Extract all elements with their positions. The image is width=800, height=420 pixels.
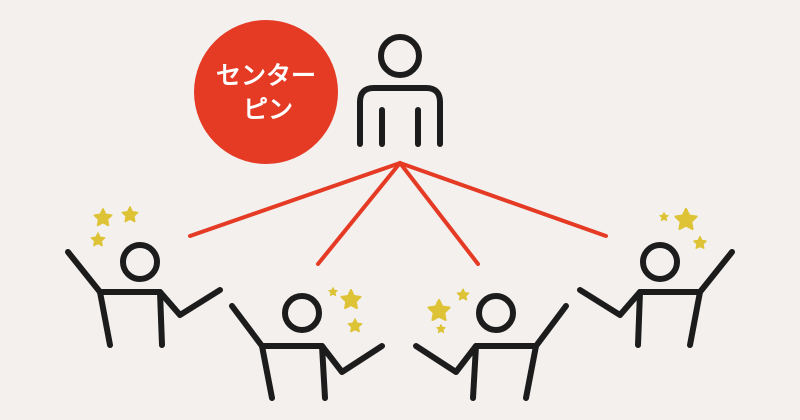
star-icon <box>90 232 106 247</box>
star-group-2 <box>328 287 363 333</box>
cheering-person-icon-3 <box>413 293 569 401</box>
star-icon <box>328 287 338 297</box>
leader-person-icon <box>357 34 443 147</box>
badge-circle <box>194 20 338 164</box>
star-group-3 <box>427 288 470 334</box>
cheering-person-icon-4 <box>577 242 735 348</box>
star-icon <box>674 207 698 231</box>
star-icon <box>121 206 139 223</box>
star-group-4 <box>659 207 707 249</box>
star-icon <box>427 298 451 322</box>
cheering-person-icon-2 <box>229 293 385 401</box>
star-icon <box>93 208 113 227</box>
star-icon <box>436 324 446 334</box>
center-pin-badge: センター ピン <box>194 20 338 164</box>
connector-line-1 <box>188 161 402 238</box>
star-icon <box>456 288 470 301</box>
star-icon <box>347 318 363 333</box>
connector-line-3 <box>398 161 480 266</box>
connector-lines <box>188 161 608 266</box>
cheering-person-icon-1 <box>65 242 223 348</box>
connector-line-2 <box>316 161 402 266</box>
connector-line-4 <box>398 161 608 238</box>
star-icon <box>659 212 669 222</box>
star-icon <box>693 235 707 249</box>
star-group-1 <box>90 206 139 247</box>
badge-label-line1: センター <box>216 61 316 90</box>
star-icon <box>340 289 362 310</box>
badge-label-line2: ピン <box>243 95 293 124</box>
